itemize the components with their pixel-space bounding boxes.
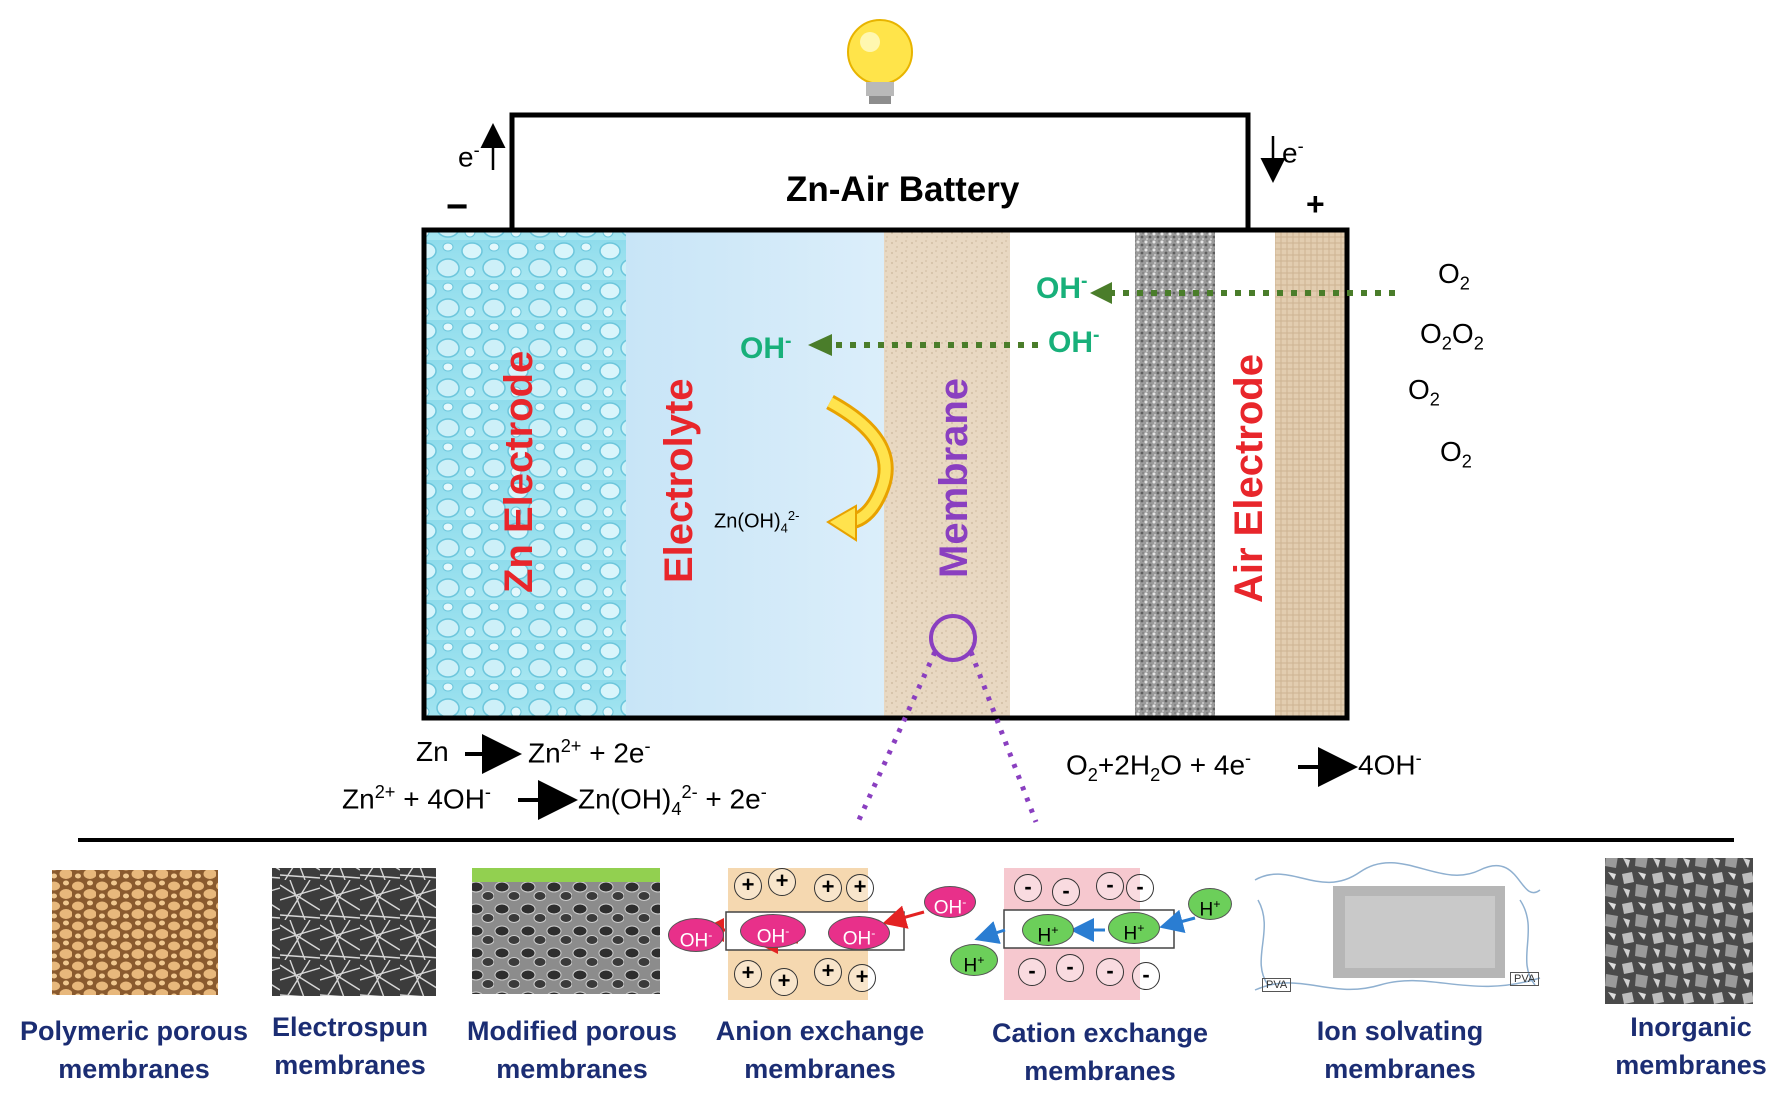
inorganic-image bbox=[1605, 858, 1753, 1004]
cation-exchange-panel bbox=[974, 868, 1196, 1000]
catalyst-layer bbox=[1135, 230, 1215, 718]
positive-charge-mark: + bbox=[734, 960, 762, 988]
negative-charge-mark: - bbox=[1052, 878, 1080, 906]
oxygen-molecule: O2 bbox=[1438, 258, 1470, 294]
oh-ion: OH- bbox=[740, 914, 806, 948]
arrowhead-left-icon bbox=[808, 334, 832, 356]
negative-charge-mark: - bbox=[1126, 874, 1154, 902]
positive-charge-mark: + bbox=[770, 968, 798, 996]
negative-charge-mark: - bbox=[1096, 958, 1124, 986]
gas-diffusion-layer bbox=[1275, 230, 1347, 718]
negative-charge-mark: - bbox=[1132, 962, 1160, 990]
arrowhead-icon bbox=[826, 504, 857, 542]
positive-charge-mark: + bbox=[846, 874, 874, 902]
h-ion: H+ bbox=[1108, 912, 1160, 944]
oxygen-molecule: O2 bbox=[1440, 436, 1472, 472]
gas-gap-layer bbox=[1010, 230, 1135, 718]
battery-title: Zn-Air Battery bbox=[786, 170, 1020, 209]
air-gap-layer bbox=[1215, 230, 1275, 718]
oxygen-molecule: O2O2 bbox=[1420, 318, 1484, 354]
positive-charge-mark: + bbox=[814, 874, 842, 902]
oh-label-electrolyte: OH- bbox=[740, 330, 792, 365]
membrane-layer bbox=[884, 230, 1010, 718]
positive-charge-mark: + bbox=[734, 872, 762, 900]
membrane-zoom-circle bbox=[929, 614, 977, 662]
arrowhead-left-icon bbox=[1090, 282, 1112, 304]
zn-electrode-layer bbox=[424, 230, 626, 718]
positive-charge-mark: + bbox=[768, 868, 796, 896]
negative-charge-mark: - bbox=[1096, 872, 1124, 900]
battery-casing bbox=[421, 227, 1350, 721]
pva-tag: PVA bbox=[1262, 978, 1292, 992]
oh-ion: OH- bbox=[828, 916, 890, 950]
oxygen-molecule: O2 bbox=[1408, 374, 1440, 410]
positive-charge-mark: + bbox=[848, 964, 876, 992]
electron-label-left: e- bbox=[458, 140, 480, 173]
negative-charge-mark: - bbox=[1056, 954, 1084, 982]
positive-charge-mark: + bbox=[814, 958, 842, 986]
oh-label-upper: OH- bbox=[1036, 270, 1088, 305]
polymeric-porous-image bbox=[52, 870, 218, 995]
negative-terminal: − bbox=[446, 186, 469, 228]
h-ion: H+ bbox=[1022, 914, 1074, 946]
negative-charge-mark: - bbox=[1014, 874, 1042, 902]
anode-reaction-2-right: Zn(OH)42- + 2e- bbox=[578, 782, 767, 819]
oh-ion: OH- bbox=[924, 886, 976, 918]
cathode-reaction-left: O2+2H2O + 4e- bbox=[1066, 748, 1252, 785]
anode-reaction-2-left: Zn2+ + 4OH- bbox=[342, 782, 491, 815]
membrane-label: Membrane bbox=[932, 377, 976, 578]
circuit-wire bbox=[509, 112, 1251, 230]
pva-tag: PVA bbox=[1510, 972, 1540, 986]
anode-reaction-1-left: Zn bbox=[416, 736, 449, 767]
light-bulb-icon bbox=[847, 19, 913, 104]
electrolyte-label: Electrolyte bbox=[657, 378, 701, 583]
air-electrode-label: Air Electrode bbox=[1227, 354, 1271, 603]
cathode-reaction-right: 4OH- bbox=[1358, 748, 1422, 781]
oh-label-membrane: OH- bbox=[1048, 324, 1100, 359]
h-ion: H+ bbox=[950, 944, 998, 976]
positive-terminal: + bbox=[1306, 186, 1325, 222]
modified-coating-layer bbox=[472, 868, 660, 882]
anode-reaction-1-right: Zn2+ + 2e- bbox=[528, 736, 651, 769]
oh-ion: OH- bbox=[668, 918, 724, 952]
zn-electrode-label: Zn Electrode bbox=[497, 350, 541, 593]
modified-porous-image bbox=[472, 882, 660, 994]
ion-solvating-image bbox=[1254, 861, 1541, 991]
negative-charge-mark: - bbox=[1018, 958, 1046, 986]
zincate-label: Zn(OH)42- bbox=[714, 508, 800, 536]
electron-label-right: e- bbox=[1282, 136, 1304, 169]
electrolyte-layer bbox=[626, 230, 884, 718]
h-ion: H+ bbox=[1188, 888, 1232, 920]
electrospun-image bbox=[272, 868, 436, 996]
